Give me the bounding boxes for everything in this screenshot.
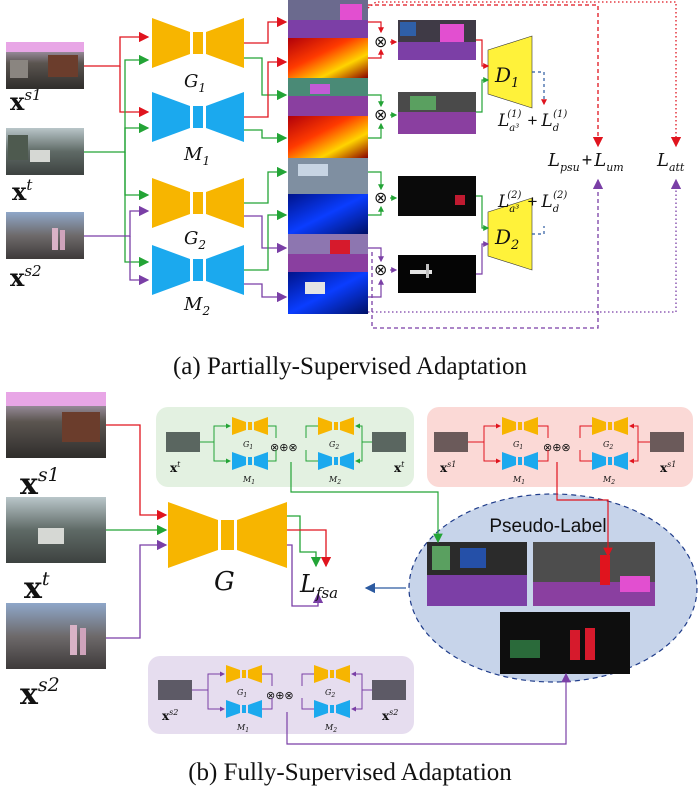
adv-loss-1: La³(1)+Ld(1) <box>497 109 567 134</box>
mini-box-source1: xs1 G1 M1 ⊗⊕⊗ G2 M2 xs1 <box>427 407 693 487</box>
pseudo-label-seg-2 <box>533 542 655 606</box>
label-D2: D2 <box>494 225 519 253</box>
mini-box-target: xt G1 M1 ⊗⊕⊗ G2 M2 xt <box>156 407 414 487</box>
svg-text:⊗⊕⊗: ⊗⊕⊗ <box>543 442 571 454</box>
b-input-photo-s1 <box>6 392 106 458</box>
b-input-label-t: xt <box>24 568 50 606</box>
svg-text:⊗: ⊗ <box>374 34 387 51</box>
otimes-nodes: ⊗ ⊗ ⊗ ⊗ <box>374 34 387 279</box>
generator-G1 <box>152 18 244 68</box>
output-map-stack <box>288 0 368 314</box>
label-M1: M1 <box>183 144 210 168</box>
disc-arrows <box>476 39 547 275</box>
adv-loss-2: La³(2)+Ld(2) <box>497 190 567 215</box>
svg-text:M2: M2 <box>328 475 341 486</box>
svg-text:G2: G2 <box>325 688 335 699</box>
svg-text:G2: G2 <box>329 440 339 451</box>
svg-text:xs2: xs2 <box>162 708 178 723</box>
svg-text:M1: M1 <box>236 723 249 734</box>
input-photo-t <box>6 128 84 175</box>
svg-text:xs1: xs1 <box>440 460 456 475</box>
caption-b: (b) Fully-Supervised Adaptation <box>188 759 512 786</box>
svg-text:⊗⊕⊗: ⊗⊕⊗ <box>266 690 294 702</box>
fused-result-3 <box>398 176 476 216</box>
otimes-arrows <box>368 21 398 298</box>
input-photo-s2 <box>6 212 84 259</box>
fused-result-1 <box>398 20 476 60</box>
svg-text:xt: xt <box>394 460 405 475</box>
svg-text:xt: xt <box>170 460 181 475</box>
generator-G <box>168 502 287 568</box>
svg-text:G2: G2 <box>603 440 613 451</box>
panel-b: xs1 xt xs2 G Lfsa <box>6 392 698 786</box>
b-input-photo-t <box>6 497 106 563</box>
feedback-paths <box>367 1 682 329</box>
svg-text:⊗⊕⊗: ⊗⊕⊗ <box>270 442 298 454</box>
svg-text:G1: G1 <box>243 440 253 451</box>
pseudo-label-seg-3 <box>500 612 630 674</box>
loss-psu-um: Lpsu+Lum <box>547 150 624 174</box>
fused-result-4 <box>398 255 476 293</box>
label-G: G <box>214 567 235 597</box>
mini-box-source2: xs2 G1 M1 ⊗⊕⊗ G2 M2 xs2 <box>148 656 414 734</box>
caption-a: (a) Partially-Supervised Adaptation <box>173 353 528 380</box>
input-arrows <box>84 31 150 286</box>
generator-G2 <box>152 178 244 228</box>
panel-a: xs1 xt xs2 <box>6 0 685 380</box>
input-label-s2: xs2 <box>10 262 42 292</box>
b-input-label-s2: xs2 <box>20 674 60 712</box>
b-gen-arrows <box>287 515 406 607</box>
input-label-t: xt <box>12 176 33 206</box>
fused-result-2 <box>398 92 476 134</box>
svg-text:G1: G1 <box>513 440 523 451</box>
label-D1: D1 <box>494 63 519 91</box>
svg-text:⊗: ⊗ <box>374 107 387 124</box>
input-label-s1: xs1 <box>10 86 42 116</box>
label-G1: G1 <box>184 71 206 95</box>
svg-text:G1: G1 <box>237 688 247 699</box>
output-arrows <box>244 16 288 303</box>
svg-text:⊗: ⊗ <box>374 190 387 207</box>
svg-text:xs1: xs1 <box>660 460 676 475</box>
b-input-arrows <box>106 424 168 639</box>
b-input-photo-s2 <box>6 603 106 669</box>
label-G2: G2 <box>184 228 206 252</box>
input-photo-s1 <box>6 42 84 89</box>
svg-text:M1: M1 <box>512 475 525 486</box>
svg-text:M2: M2 <box>602 475 615 486</box>
label-M2: M2 <box>183 294 210 318</box>
svg-text:M1: M1 <box>242 475 255 486</box>
svg-text:⊗: ⊗ <box>374 262 387 279</box>
mask-net-M2 <box>152 245 244 295</box>
svg-text:xs2: xs2 <box>382 708 398 723</box>
loss-fsa: Lfsa <box>299 570 338 602</box>
pseudo-label-text: Pseudo-Label <box>489 516 606 537</box>
loss-att: Latt <box>656 150 685 174</box>
b-connectors <box>286 462 613 745</box>
svg-text:M2: M2 <box>324 723 337 734</box>
pseudo-label-seg-1 <box>427 542 527 606</box>
b-input-label-s1: xs1 <box>20 464 60 502</box>
pseudo-label-ellipse: Pseudo-Label <box>408 493 698 683</box>
mask-net-M1 <box>152 92 244 142</box>
